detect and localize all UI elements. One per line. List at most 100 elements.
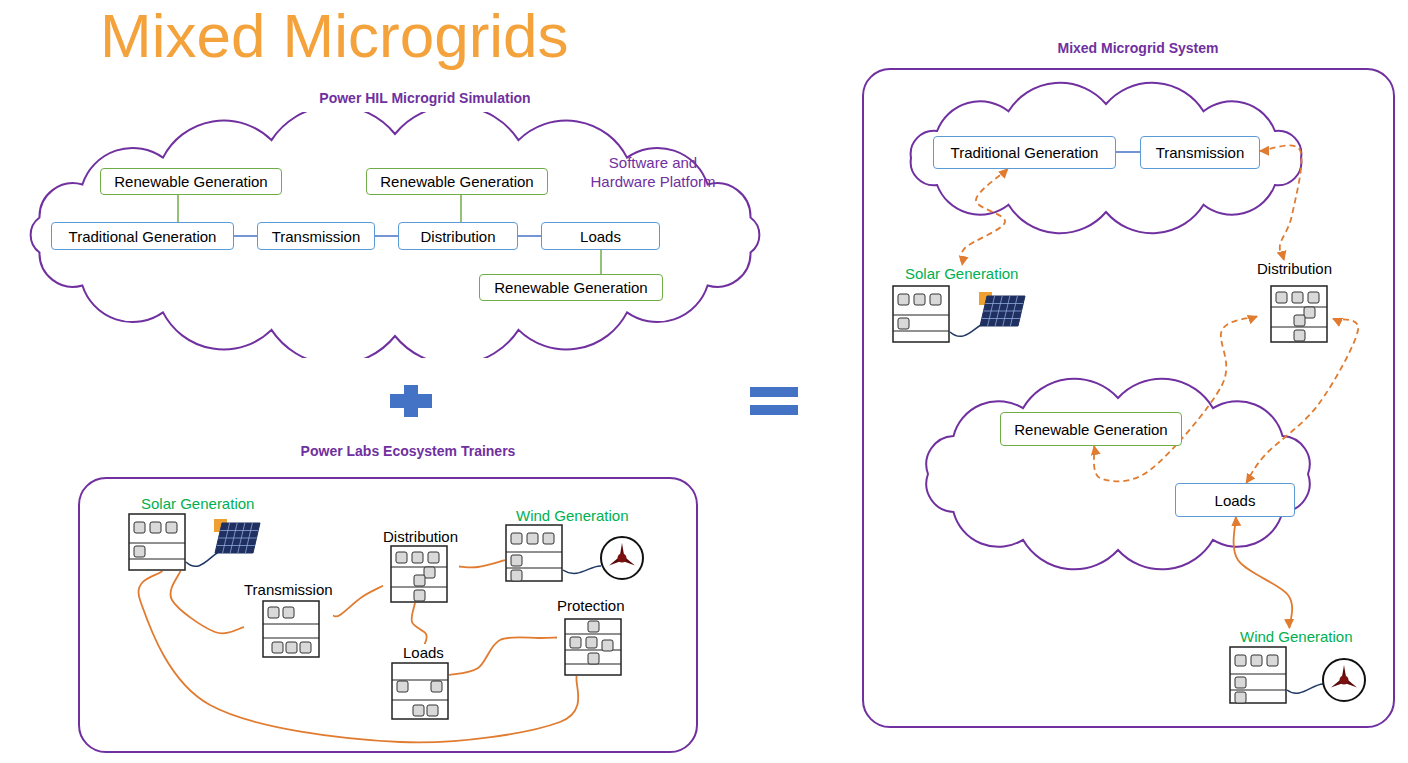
trainer-rack [262,600,320,658]
rack-frame [1230,647,1286,703]
turbine-wire [1287,684,1323,693]
platform-note: Software and Hardware Platform [582,153,724,191]
trainer-label: Wind Generation [516,507,629,524]
connector [171,571,244,633]
rack-module [914,294,925,305]
panel-grid [985,303,1023,304]
rack-module [511,570,522,581]
rack-rail [129,558,185,559]
panel-grid [982,318,1020,319]
connector [518,235,541,237]
rack-module [1276,292,1287,303]
process-box: Renewable Generation [366,168,548,195]
trainer-label: Distribution [383,528,458,545]
region-heading: Power Labs Ecosystem Trainers [301,443,516,460]
panel-region: Power Labs Ecosystem TrainersSolar Gener… [78,477,698,753]
process-box: Loads [541,222,660,250]
box-label: Loads [1215,492,1256,509]
rack-rail [263,637,319,638]
rack-module [570,637,581,648]
rack-module [166,522,177,533]
rack-rail [565,633,621,634]
trainer-unit: Distribution [1257,260,1333,343]
rack-rail [506,567,562,568]
rack-module [527,533,538,544]
trainer-unit: Wind Generation [505,507,629,582]
rack-module [586,637,597,648]
trainer-rack [564,618,622,676]
turbine-wire [563,566,601,574]
connector [1260,145,1302,260]
rack-frame [893,286,949,342]
rack-module [1304,307,1315,318]
rack-rail [1230,689,1286,690]
rack-module [1251,655,1262,666]
panel-face [215,523,260,553]
rack-module [1267,655,1278,666]
box-label: Transmission [1156,144,1245,161]
rack-module [414,590,425,601]
trainer-label: Distribution [1257,260,1332,277]
rack-rail [893,330,949,331]
connector [139,571,579,742]
box-label: Renewable Generation [1014,421,1167,438]
rack-module [431,681,442,692]
trainer-unit: Wind Generation [1229,628,1353,704]
panel-grid [219,538,257,539]
trainer-rack [1270,285,1328,343]
trainer-label: Protection [557,597,625,614]
panel-region: Mixed Microgrid SystemTraditional Genera… [862,68,1395,728]
rack-module [1235,655,1246,666]
rack-frame [391,546,447,602]
solar-panel-icon [214,519,260,553]
turbine-ring [1323,659,1365,701]
rack-module [1294,330,1305,341]
process-box: Distribution [398,222,518,250]
connector [412,603,427,644]
turbine-ring [601,537,643,579]
process-box: Traditional Generation [933,136,1116,169]
rack-module [1292,292,1303,303]
rack-module [1235,677,1246,688]
connector [1094,316,1257,481]
rack-rail [506,551,562,552]
trainer-label: Transmission [244,581,333,598]
trainer-label: Solar Generation [905,265,1018,282]
wind-turbine-icon [1323,659,1365,701]
rack-rail [391,566,447,567]
rack-module [268,607,279,618]
box-label: Distribution [420,228,495,245]
trainer-label: Solar Generation [141,495,254,512]
connector [1234,517,1293,628]
connector [333,586,383,617]
rack-module [283,607,294,618]
rack-rail [392,679,448,680]
connector [459,560,505,567]
cloud-outline [911,83,1302,234]
connector [177,195,179,222]
panel-grid [984,311,1022,312]
process-box: Renewable Generation [1000,412,1182,446]
rack-rail [1271,306,1327,307]
trainer-label: Wind Generation [1240,628,1353,645]
connector [961,169,1008,265]
connector [375,235,398,237]
equals-sign [750,405,798,415]
rack-module [272,642,283,653]
rack-module [511,533,522,544]
process-box: Loads [1175,483,1295,517]
rack-frame [129,514,185,570]
rack-frame [392,663,448,719]
trainer-unit: Distribution [383,528,459,603]
rack-module [134,546,145,557]
rack-module [413,705,424,716]
rack-frame [565,619,621,675]
plus-sign [390,394,432,408]
rack-module [543,533,554,544]
process-box: Traditional Generation [51,222,234,250]
rack-rail [129,542,185,543]
rack-rail [392,699,448,700]
